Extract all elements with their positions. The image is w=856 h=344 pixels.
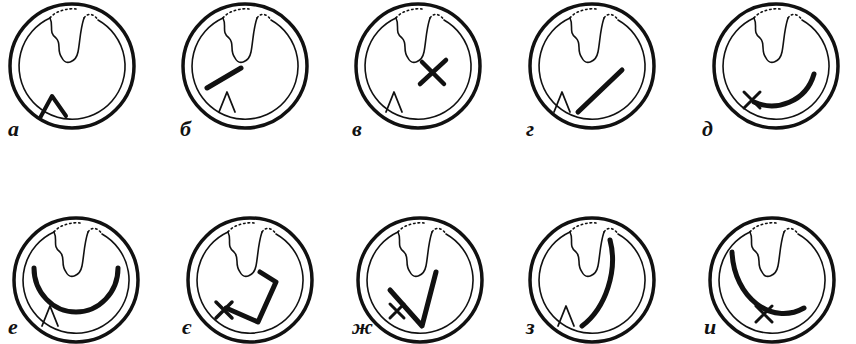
heart-section xyxy=(14,218,138,342)
heart-section xyxy=(710,218,834,342)
figure-letter: д xyxy=(702,118,713,140)
figure-letter: е xyxy=(8,316,18,338)
heart-section xyxy=(530,218,654,342)
heart-section xyxy=(188,218,312,342)
figure-letter: ж xyxy=(352,316,373,338)
figure-letter: а xyxy=(8,118,19,140)
heart-section xyxy=(183,4,307,128)
heart-section xyxy=(356,4,480,128)
figure-letter: є xyxy=(182,316,191,338)
figure-letter: в xyxy=(352,118,362,140)
figure-letter: б xyxy=(180,118,191,140)
figure-letter: и xyxy=(704,316,716,338)
figure-letter: г xyxy=(526,118,534,140)
heart-section xyxy=(358,218,482,342)
heart-section xyxy=(530,4,654,128)
heart-section xyxy=(714,4,838,128)
figure-letter: з xyxy=(526,316,535,338)
heart-section xyxy=(10,4,134,128)
